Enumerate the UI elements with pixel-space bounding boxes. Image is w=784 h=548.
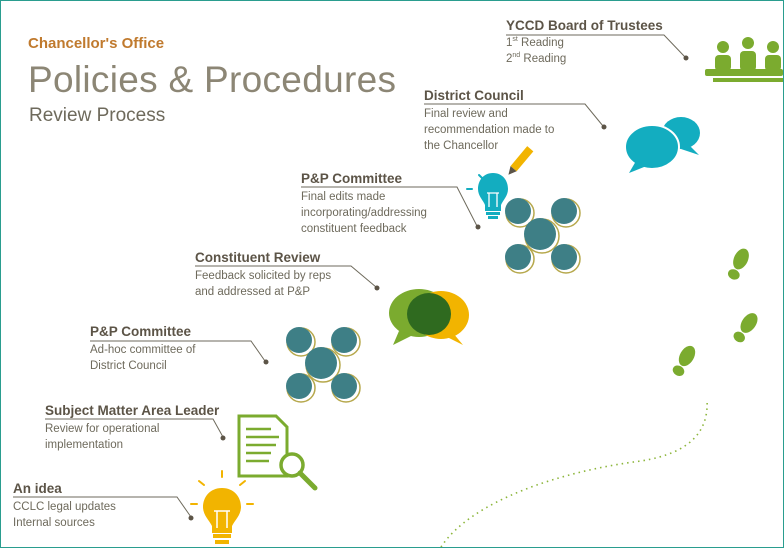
document-search-icon (237, 414, 318, 491)
stage-description: Final edits made incorporating/addressin… (301, 189, 427, 237)
stage-line: the Chancellor (424, 140, 499, 152)
stage-line: Feedback solicited by reps (195, 270, 332, 282)
connector-pp1 (90, 340, 266, 362)
connector-constituent (195, 265, 377, 288)
stage-description: 1st Reading 2nd Reading (506, 35, 663, 67)
stage-line: constituent feedback (301, 223, 407, 235)
stage-constituent-review: Constituent Review Feedback solicited by… (195, 250, 331, 300)
connector-dot (475, 224, 481, 230)
connector-pp2 (301, 186, 478, 227)
stage-heading: An idea (13, 481, 62, 496)
connector-dot (188, 515, 194, 521)
connector-dot (683, 55, 689, 61)
stage-subject-matter-leader: Subject Matter Area Leader Review for op… (45, 403, 219, 453)
speech-bubbles-icon (389, 289, 469, 345)
lightbulb-pencil-icon (466, 146, 534, 219)
page-subtitle: Review Process (29, 105, 166, 126)
connector-dot (220, 435, 226, 441)
stage-line: and addressed at P&P (195, 286, 311, 298)
stage-board-of-trustees: YCCD Board of Trustees 1st Reading 2nd R… (506, 18, 663, 67)
dotted-path (440, 398, 708, 547)
footprints-icon (672, 248, 758, 376)
stage-line: Internal sources (13, 517, 95, 529)
stage-heading: District Council (424, 88, 524, 103)
stage-line: Final review and (424, 108, 508, 120)
connector-council (424, 103, 604, 127)
stage-heading: Subject Matter Area Leader (45, 403, 220, 418)
network-circles-icon (286, 327, 361, 403)
chat-bubbles-icon (624, 117, 700, 173)
stage-description: Final review and recommendation made to … (424, 106, 554, 154)
connector-dot (601, 124, 607, 130)
connector-lines (13, 34, 686, 518)
lightbulb-icon (190, 470, 254, 544)
stage-line: District Council (90, 360, 167, 372)
stage-line: implementation (45, 439, 123, 451)
stage-district-council: District Council Final review and recomm… (424, 88, 554, 154)
stage-description: Ad-hoc committee of District Council (90, 342, 195, 374)
stage-heading: Constituent Review (195, 250, 321, 265)
stage-description: CCLC legal updates Internal sources (13, 499, 116, 531)
stage-line: Ad-hoc committee of (90, 344, 196, 356)
stage-heading: YCCD Board of Trustees (506, 18, 663, 33)
connector-sme (45, 418, 224, 438)
stage-line: recommendation made to (424, 124, 555, 136)
stage-description: Feedback solicited by reps and addressed… (195, 268, 331, 300)
connector-idea (13, 496, 192, 518)
office-label: Chancellor's Office (28, 35, 165, 52)
network-circles-icon (505, 198, 581, 274)
reading-line: 1st Reading (506, 36, 564, 49)
meeting-people-icon (705, 37, 783, 82)
stage-description: Review for operational implementation (45, 421, 219, 453)
stage-line: Final edits made (301, 191, 386, 203)
stage-line: CCLC legal updates (13, 501, 116, 513)
connector-board (506, 34, 686, 58)
stage-heading: P&P Committee (301, 171, 403, 186)
reading-line: 2nd Reading (506, 52, 567, 65)
stage-pp-committee-adhoc: P&P Committee Ad-hoc committee of Distri… (90, 324, 195, 374)
stage-line: incorporating/addressing (301, 207, 427, 219)
stage-pp-committee-final: P&P Committee Final edits made incorpora… (301, 171, 427, 237)
connector-dot (374, 285, 380, 291)
stage-line: Review for operational (45, 423, 160, 435)
connector-dot (263, 359, 269, 365)
stage-heading: P&P Committee (90, 324, 192, 339)
page-title: Policies & Procedures (28, 59, 397, 100)
stage-an-idea: An idea CCLC legal updates Internal sour… (13, 481, 116, 531)
